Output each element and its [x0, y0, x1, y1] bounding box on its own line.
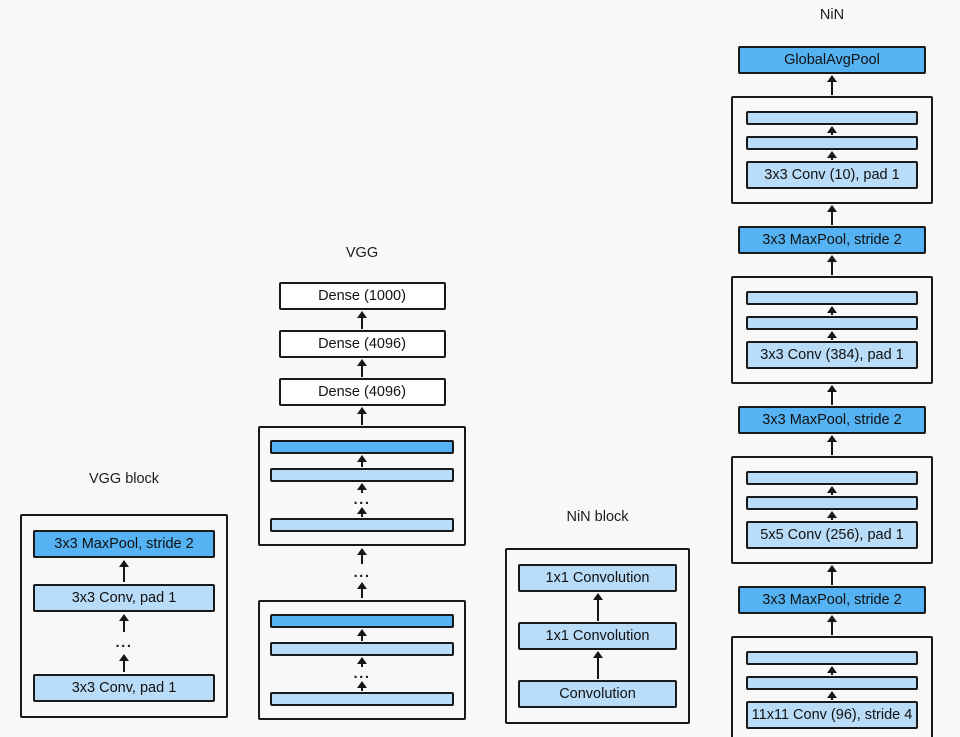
conv-bar	[270, 692, 454, 706]
up-arrow-icon	[826, 486, 838, 495]
ellipsis: ...	[353, 563, 371, 581]
dense-layer-box: Dense (1000)	[278, 282, 446, 310]
conv-bar	[746, 291, 918, 305]
nin-title: NiN	[819, 7, 845, 23]
nin-block-column: NiN block 1x1 Convolution 1x1 Convolutio…	[505, 508, 690, 724]
up-arrow-icon	[356, 657, 368, 667]
nin-block-outer-box: 1x1 Convolution 1x1 Convolution Convolut…	[505, 548, 690, 724]
up-arrow-icon	[826, 331, 838, 340]
convolution-box: Convolution	[518, 680, 677, 708]
conv-bar	[746, 676, 918, 690]
vgg-stage-box: ...	[258, 600, 466, 720]
maxpool-bar	[270, 614, 454, 628]
maxpool-layer-box: 3x3 MaxPool, stride 2	[33, 530, 215, 558]
up-arrow-icon	[826, 75, 838, 95]
up-arrow-icon	[356, 311, 368, 329]
up-arrow-icon	[356, 582, 368, 598]
maxpool-layer-box: 3x3 MaxPool, stride 2	[738, 406, 926, 434]
conv-bar	[270, 468, 454, 482]
up-arrow-icon	[826, 511, 838, 520]
conv-bar	[270, 642, 454, 656]
up-arrow-icon	[592, 651, 604, 679]
up-arrow-icon	[826, 151, 838, 160]
conv-bar	[270, 518, 454, 532]
conv-bar	[746, 316, 918, 330]
ellipsis: ...	[115, 633, 133, 651]
up-arrow-icon	[592, 593, 604, 621]
nin-conv-block-box: 3x3 Conv (384), pad 1	[731, 276, 933, 384]
up-arrow-icon	[826, 385, 838, 405]
dense-layer-box: Dense (4096)	[278, 330, 446, 358]
vgg-stage-box: ...	[258, 426, 466, 546]
conv-bar	[746, 496, 918, 510]
conv-bar	[746, 651, 918, 665]
up-arrow-icon	[356, 483, 368, 493]
ellipsis: ...	[353, 490, 371, 508]
vgg-block-column: VGG block 3x3 MaxPool, stride 2 3x3 Conv…	[20, 470, 228, 718]
nin-block-title: NiN block	[566, 509, 629, 525]
conv-layer-box: 3x3 Conv, pad 1	[33, 584, 215, 612]
nin-conv-block-box: 5x5 Conv (256), pad 1	[731, 456, 933, 564]
up-arrow-icon	[826, 306, 838, 315]
conv-layer-box: 3x3 Conv, pad 1	[33, 674, 215, 702]
up-arrow-icon	[826, 126, 838, 135]
global-avg-pool-box: GlobalAvgPool	[738, 46, 926, 74]
conv-bar	[746, 471, 918, 485]
maxpool-layer-box: 3x3 MaxPool, stride 2	[738, 586, 926, 614]
dense-layer-box: Dense (4096)	[278, 378, 446, 406]
up-arrow-icon	[826, 565, 838, 585]
nin-conv-block-box: 3x3 Conv (10), pad 1	[731, 96, 933, 204]
up-arrow-icon	[826, 615, 838, 635]
conv-layer-box: 3x3 Conv (10), pad 1	[746, 161, 918, 189]
conv-layer-box: 3x3 Conv (384), pad 1	[746, 341, 918, 369]
vgg-column: VGG Dense (1000) Dense (4096) Dense (409…	[258, 244, 466, 720]
vgg-block-title: VGG block	[88, 471, 160, 487]
vgg-block-outer-box: 3x3 MaxPool, stride 2 3x3 Conv, pad 1 ..…	[20, 514, 228, 718]
up-arrow-icon	[826, 205, 838, 225]
maxpool-bar	[270, 440, 454, 454]
up-arrow-icon	[826, 255, 838, 275]
up-arrow-icon	[356, 629, 368, 641]
up-arrow-icon	[118, 614, 130, 632]
up-arrow-icon	[356, 548, 368, 564]
up-arrow-icon	[356, 455, 368, 467]
nin-column: NiN GlobalAvgPool 3x3 Conv (10), pad 1 3…	[731, 6, 933, 737]
maxpool-layer-box: 3x3 MaxPool, stride 2	[738, 226, 926, 254]
up-arrow-icon	[826, 666, 838, 675]
conv-bar	[746, 111, 918, 125]
up-arrow-icon	[356, 681, 368, 691]
conv-layer-box: 11x11 Conv (96), stride 4	[746, 701, 918, 729]
up-arrow-icon	[118, 560, 130, 582]
vgg-title: VGG	[345, 245, 379, 261]
up-arrow-icon	[356, 407, 368, 425]
up-arrow-icon	[118, 654, 130, 672]
up-arrow-icon	[826, 435, 838, 455]
nin-conv-block-box: 11x11 Conv (96), stride 4	[731, 636, 933, 737]
ellipsis: ...	[353, 664, 371, 682]
up-arrow-icon	[826, 691, 838, 700]
one-by-one-conv-box: 1x1 Convolution	[518, 564, 677, 592]
conv-layer-box: 5x5 Conv (256), pad 1	[746, 521, 918, 549]
up-arrow-icon	[356, 507, 368, 517]
conv-bar	[746, 136, 918, 150]
up-arrow-icon	[356, 359, 368, 377]
one-by-one-conv-box: 1x1 Convolution	[518, 622, 677, 650]
